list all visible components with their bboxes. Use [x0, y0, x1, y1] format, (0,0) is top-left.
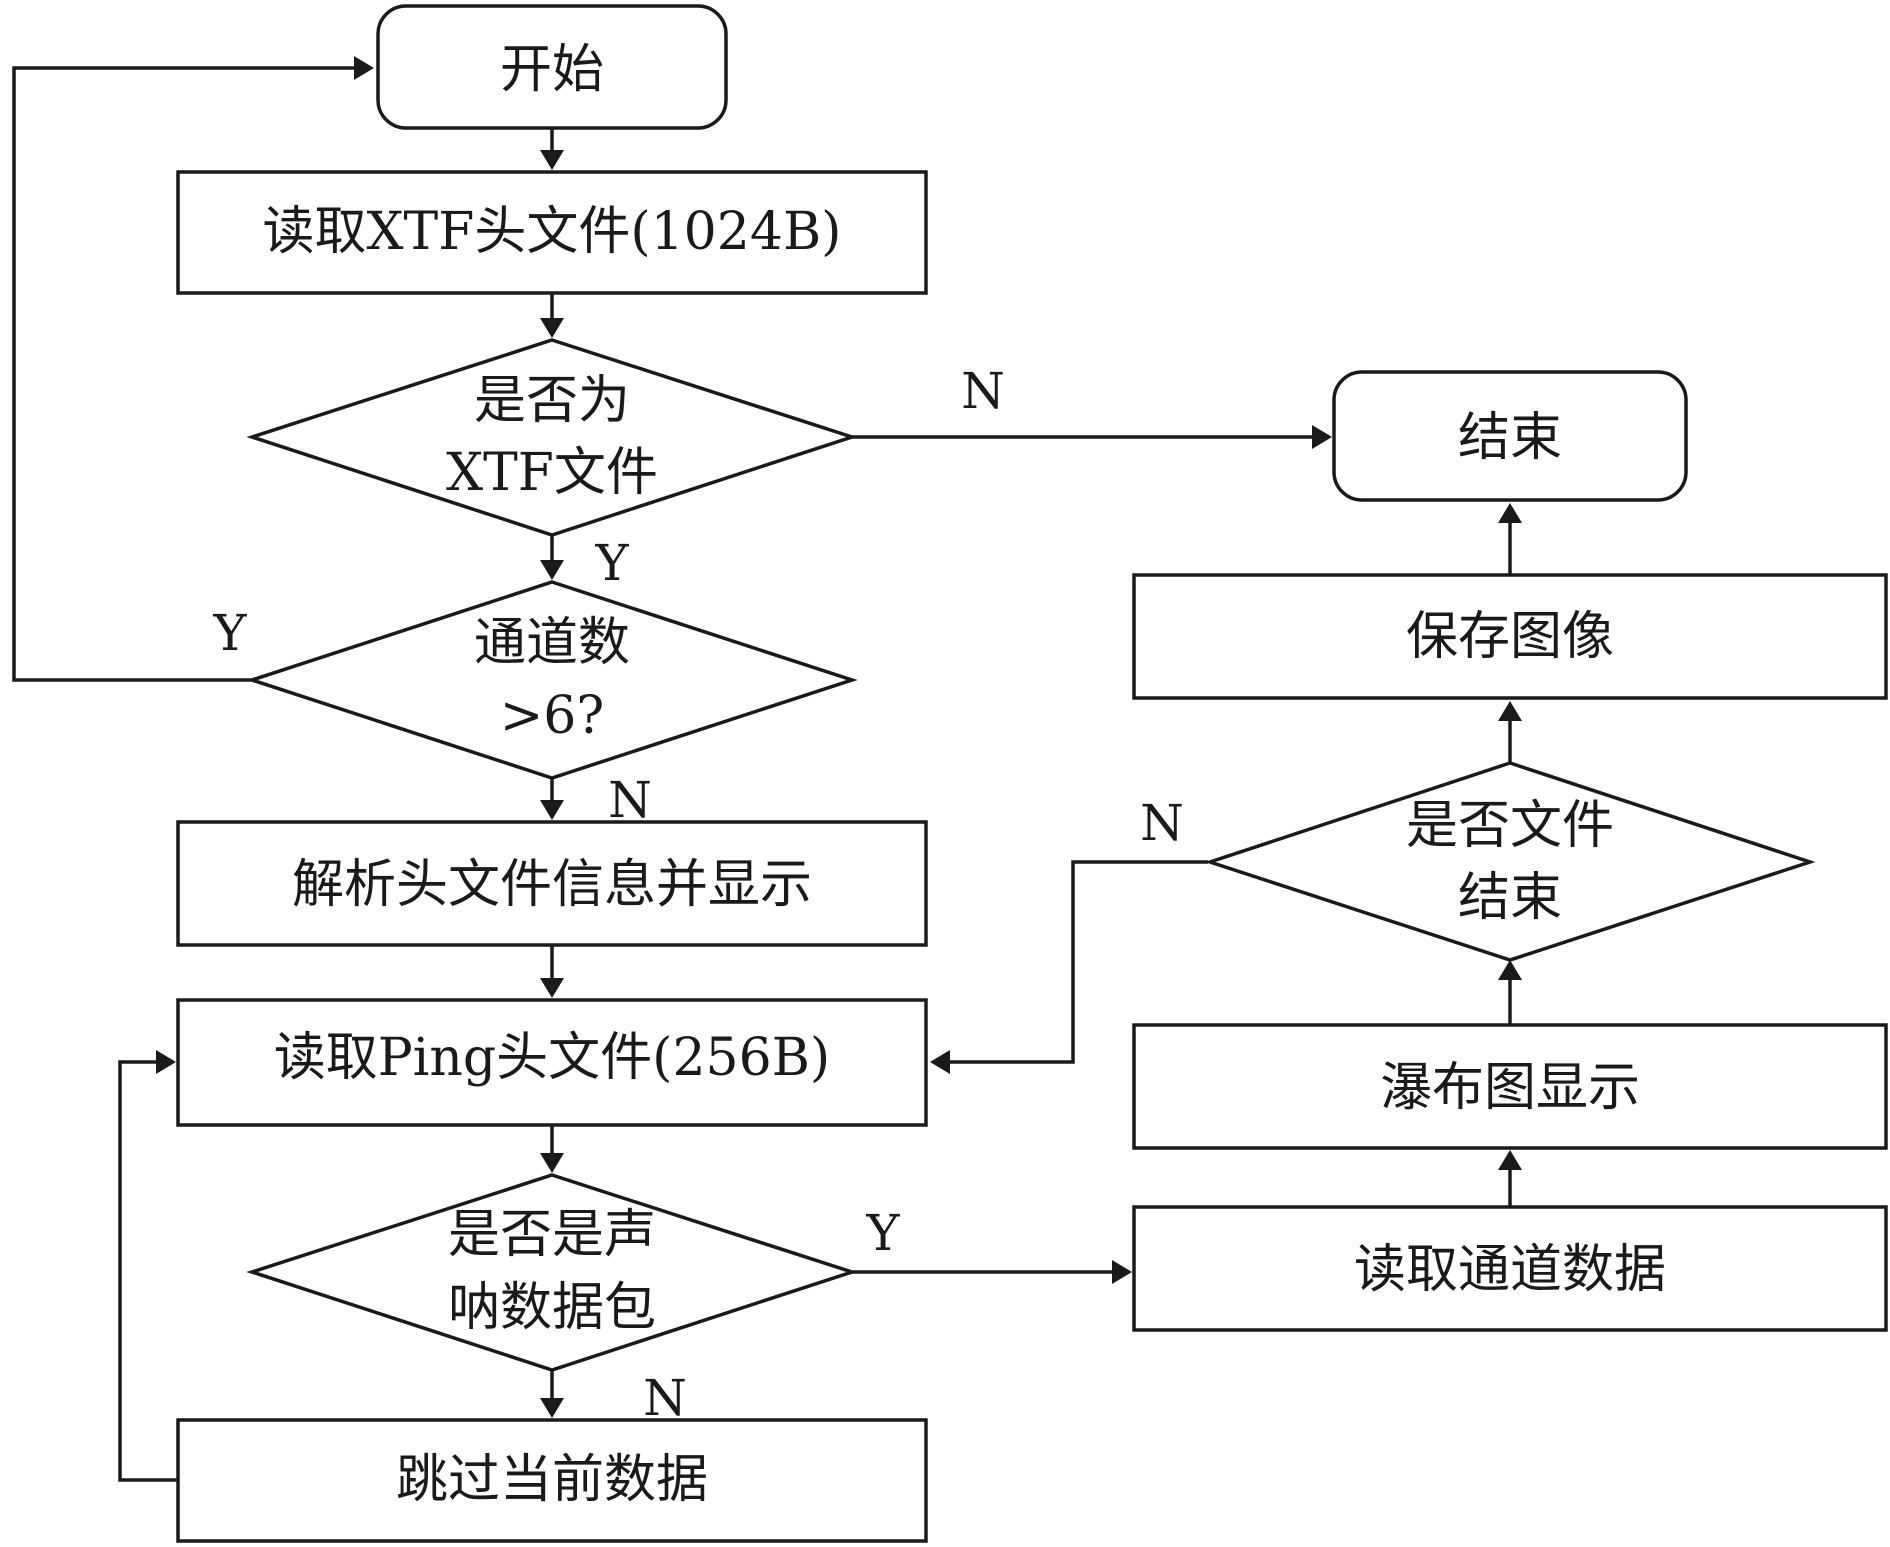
node-is-sonar-line1: 是否是声	[448, 1205, 656, 1265]
arrow-head	[354, 56, 374, 80]
node-start-label: 开始	[500, 40, 604, 100]
arrow-head	[1498, 960, 1522, 980]
node-is-sonar-line2: 呐数据包	[448, 1278, 656, 1338]
node-channels-line2: >6?	[500, 686, 605, 746]
node-read-channel-data	[1132, 1205, 1888, 1332]
node-file-end-line1: 是否文件	[1406, 796, 1614, 856]
node-end-label: 结束	[1458, 408, 1562, 468]
edge-label-sonar-yes: Y	[865, 1204, 900, 1262]
node-read-ping-header	[176, 998, 928, 1127]
node-skip-data	[176, 1418, 928, 1543]
edge-label-channels-yes: Y	[212, 604, 247, 662]
edge-file-end-loop-to-ping	[950, 860, 1208, 1064]
arrow-head	[1498, 503, 1522, 523]
node-start	[376, 4, 728, 130]
node-parse-header	[176, 820, 928, 947]
node-parse-header-label: 解析头文件信息并显示	[292, 855, 812, 915]
node-file-end-line2: 结束	[1458, 868, 1562, 928]
node-read-channel-data-label: 读取通道数据	[1354, 1240, 1666, 1300]
arrow-head	[540, 318, 564, 338]
node-is-xtf-line2: XTF文件	[446, 443, 658, 503]
edge-skip-loop-to-ping	[118, 1060, 178, 1482]
node-read-ping-header-label: 读取Ping头文件(256B)	[274, 1028, 830, 1088]
node-waterfall-display	[1132, 1023, 1888, 1150]
arrow-head	[540, 1153, 564, 1173]
arrow-head	[540, 150, 564, 170]
node-save-image	[1132, 573, 1888, 700]
node-file-end-decision	[1204, 761, 1816, 962]
edge-label-is-xtf-yes: Y	[594, 534, 629, 592]
arrow-head	[540, 978, 564, 998]
node-is-xtf-line1: 是否为	[474, 371, 630, 431]
node-skip-data-label: 跳过当前数据	[396, 1450, 708, 1510]
edge-label-file-end-no: N	[1140, 794, 1184, 852]
node-channels-decision	[246, 580, 858, 780]
edge-channels-loop-to-start	[12, 66, 354, 682]
node-read-xtf-header	[176, 170, 928, 295]
node-is-sonar-decision	[246, 1173, 858, 1372]
node-channels-line1: 通道数	[474, 613, 630, 673]
edge-label-is-xtf-no: N	[961, 362, 1005, 420]
node-waterfall-display-label: 瀑布图显示	[1380, 1058, 1640, 1118]
node-save-image-label: 保存图像	[1406, 607, 1614, 667]
arrow-head	[540, 800, 564, 820]
node-end	[1332, 370, 1688, 502]
arrow-head	[540, 560, 564, 580]
arrow-head	[1112, 1260, 1132, 1284]
edge-label-channels-no: N	[608, 771, 652, 829]
arrow-head	[930, 1050, 950, 1074]
edge-label-sonar-no: N	[643, 1369, 687, 1427]
arrow-head	[1312, 425, 1332, 449]
arrow-head	[1498, 701, 1522, 721]
node-read-xtf-header-label: 读取XTF头文件(1024B)	[263, 202, 842, 262]
arrow-head	[540, 1398, 564, 1418]
arrow-head	[156, 1050, 176, 1074]
arrow-head	[1498, 1150, 1522, 1170]
node-is-xtf-decision	[246, 338, 858, 537]
